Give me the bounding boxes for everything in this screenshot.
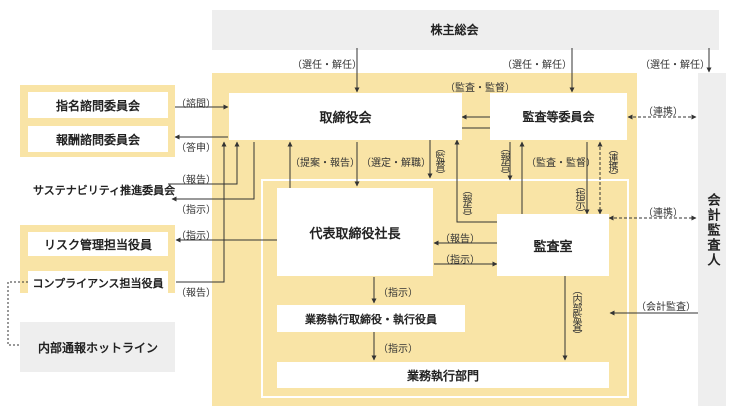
label-accounting-audit: （会計監査） (636, 302, 696, 313)
label-select-dismiss: （選定・解職） (361, 158, 431, 169)
compliance-officer-box: コンプライアンス担当役員 (28, 271, 168, 294)
label-report-sustain: （報告） (176, 175, 216, 186)
label-consult: （諮問） (176, 99, 216, 110)
label-instruct-risk: （指示） (176, 231, 216, 242)
label-audit-supervise-mid: （監査・監督） (526, 158, 596, 169)
shareholders-meeting: 株主総会 (430, 22, 479, 37)
risk-officer-box: リスク管理担当役員 (28, 232, 168, 256)
label-elect-dismiss-3: （選任・解任） (640, 60, 710, 71)
label-elect-dismiss-2: （選任・解任） (502, 60, 572, 71)
label-link-vertical: （連携） (606, 144, 617, 180)
remuneration-committee-box: 報酬諮問委員会 (28, 126, 168, 152)
label-supervise-vertical: （監督） (433, 143, 444, 179)
shareholders-band (212, 10, 719, 50)
whistleblower-hotline-box: 内部通報ホットライン (28, 330, 168, 365)
executives-box: 業務執行取締役・執行役員 (277, 305, 465, 332)
nomination-committee-box: 指名諮問委員会 (28, 92, 168, 118)
sustainability-committee: サステナビリティ推進委員会 (33, 184, 176, 197)
label-audit-supervise-top: （監査・監督） (445, 83, 515, 94)
label-report-answer: （答申） (176, 143, 216, 154)
business-units-box: 業務執行部門 (277, 362, 609, 388)
board-of-directors-box: 取締役会 (229, 93, 462, 140)
label-instruct-sustain: （指示） (176, 205, 216, 216)
execution-frame (261, 179, 629, 398)
label-elect-dismiss-1: （選任・解任） (292, 60, 362, 71)
label-instruct-exec: （指示） (378, 288, 418, 299)
label-instruct-vertical: （指示） (573, 181, 584, 217)
label-internal-audit: （内部監査） (570, 285, 581, 339)
label-report-vertical: （報告） (460, 185, 471, 221)
label-link-1: （連携） (643, 107, 683, 118)
external-auditor-box: 会計監査人 (704, 192, 720, 268)
label-instruct-units: （指示） (378, 344, 418, 355)
label-instruct-audit-office: （指示） (440, 255, 480, 266)
audit-office-box: 監査室 (497, 214, 609, 276)
label-propose-report: （提案・報告） (290, 158, 360, 169)
label-report-compliance: （報告） (176, 288, 216, 299)
label-report-audit-office: （報告） (440, 234, 480, 245)
audit-committee-box: 監査等委員会 (490, 93, 627, 140)
external-auditor-band (698, 73, 726, 406)
president-box: 代表取締役社長 (277, 188, 433, 276)
label-report-vertical-2: （報告） (498, 143, 509, 179)
label-link-2: （連携） (643, 208, 683, 219)
